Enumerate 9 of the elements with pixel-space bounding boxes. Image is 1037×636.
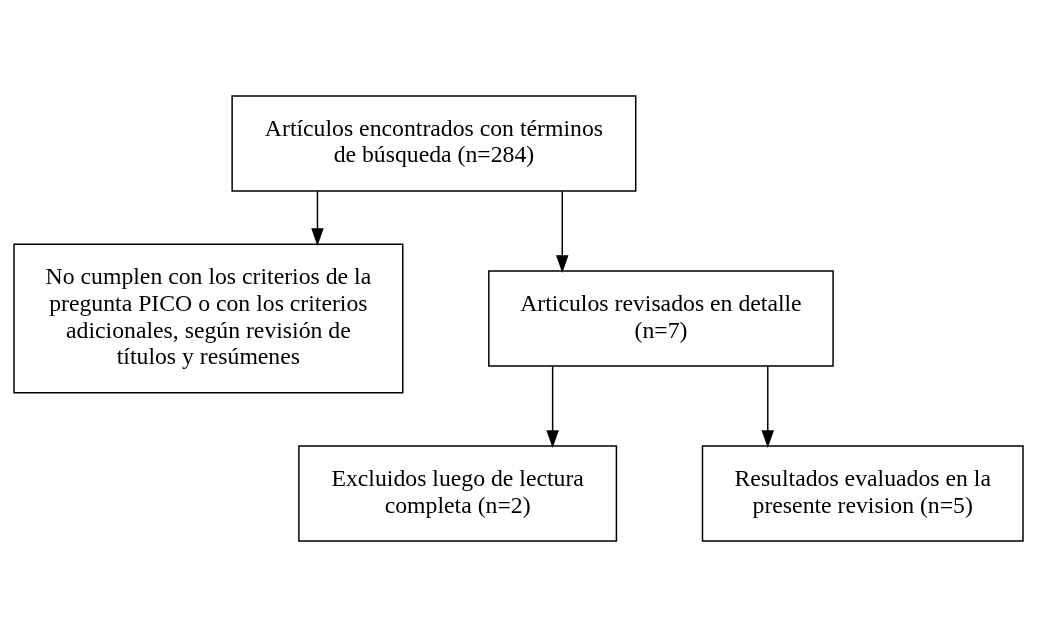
node-box: Resultados evaluados en la presente revision (n=5) bbox=[701, 444, 1024, 542]
arrow bbox=[556, 190, 569, 273]
node-box: No cumplen con los criterios de la pregunta PICO o con los criterios adicionales, según revisión de títulos y resúmenes bbox=[13, 243, 404, 393]
arrow bbox=[546, 365, 559, 448]
arrow bbox=[761, 365, 774, 448]
node-box: Excluidos luego de lectura completa (n=2) bbox=[298, 444, 618, 542]
node-box: Artículos encontrados con términos de búsqueda (n=284) bbox=[231, 94, 637, 192]
arrow bbox=[311, 190, 324, 246]
node-box: Articulos revisados en detalle (n=7) bbox=[488, 269, 834, 367]
